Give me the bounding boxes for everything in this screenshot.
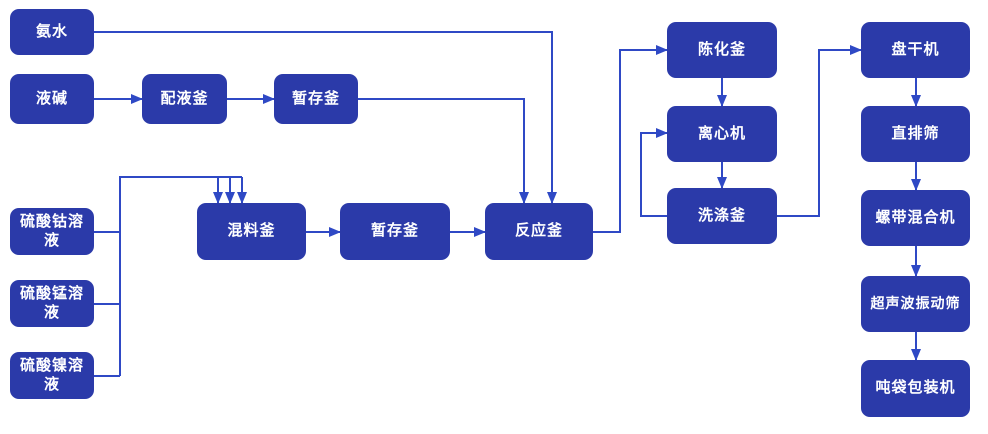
node-disc-dryer: 盘干机	[861, 22, 970, 78]
node-straight-sieve: 直排筛	[861, 106, 970, 162]
node-manganese-sulfate: 硫酸锰溶液	[10, 280, 94, 327]
edge-buffer1-to-reaction	[358, 98, 529, 204]
node-mixing-kettle: 混料釜	[197, 203, 306, 260]
edge-washing-to-centrifuge-loop	[640, 128, 668, 217]
node-bag-packer: 吨袋包装机	[861, 360, 970, 417]
node-cobalt-sulfate: 硫酸钴溶液	[10, 208, 94, 255]
node-nickel-sulfate: 硫酸镍溶液	[10, 352, 94, 399]
edge-ammonia-to-reaction	[94, 31, 557, 204]
node-ultrasonic-sieve: 超声波振动筛	[861, 276, 970, 332]
node-centrifuge: 离心机	[667, 106, 777, 162]
edge-sulfate-bus	[119, 176, 242, 376]
node-caustic-soda: 液碱	[10, 74, 94, 124]
edge-washing-to-dryer	[777, 45, 862, 217]
node-aging-kettle: 陈化釜	[667, 22, 777, 78]
node-ammonia-water: 氨水	[10, 9, 94, 55]
node-buffer-kettle-2: 暂存釜	[340, 203, 450, 260]
node-buffer-kettle-1: 暂存釜	[274, 74, 358, 124]
edge-reaction-to-aging	[593, 45, 668, 233]
node-ribbon-mixer: 螺带混合机	[861, 190, 970, 246]
node-prep-kettle: 配液釜	[142, 74, 227, 124]
node-washing-kettle: 洗涤釜	[667, 188, 777, 244]
node-reaction-kettle: 反应釜	[485, 203, 593, 260]
